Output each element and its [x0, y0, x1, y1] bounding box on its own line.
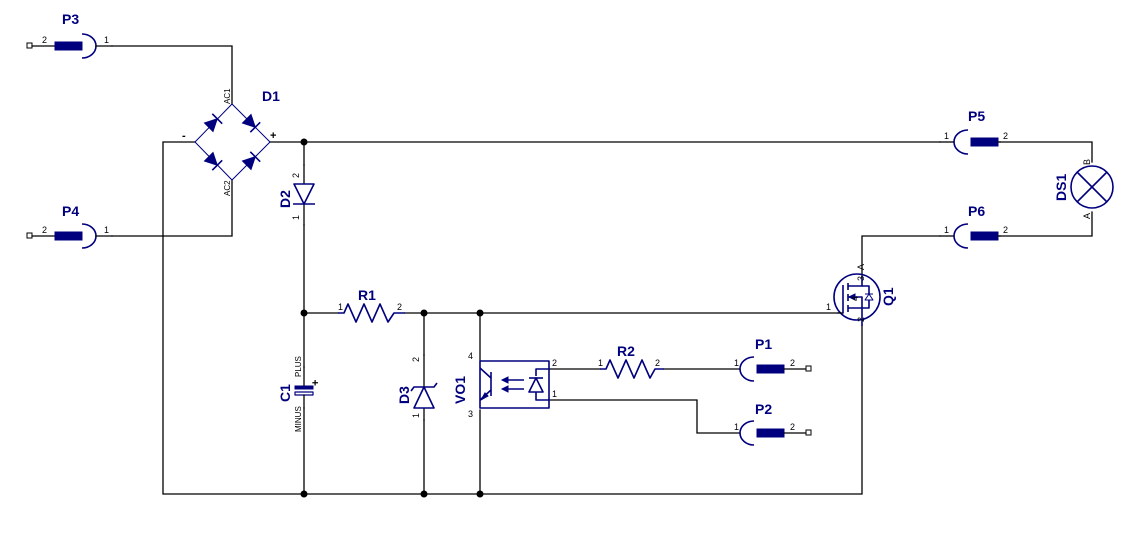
ref-label: VO1	[452, 376, 468, 404]
ref-label: R2	[617, 343, 635, 359]
ref-label: C1	[277, 384, 293, 402]
pin-label: A	[856, 264, 866, 270]
connector-p2[interactable]: 1 2 P2	[734, 401, 812, 446]
ref-label: P4	[62, 203, 79, 219]
plus-label: +	[270, 130, 276, 142]
pin-label: 1	[552, 389, 557, 399]
ref-label: DS1	[1053, 174, 1069, 201]
minus-label: -	[182, 130, 186, 142]
junction	[300, 309, 308, 317]
ref-label: Q1	[880, 287, 896, 306]
junctions	[300, 138, 484, 498]
wires	[111, 45, 1093, 495]
polarity-label: +	[310, 380, 322, 386]
connector-p6[interactable]: 1 2 P6	[939, 203, 1008, 249]
bridge-rectifier-d1[interactable]: AC1 AC2 - + D1	[182, 88, 280, 196]
pin-label: 1	[826, 302, 831, 312]
pin-label: 1	[598, 358, 603, 368]
connector-p5[interactable]: 1 2 P5	[939, 108, 1008, 155]
pin-label: 2	[42, 225, 47, 235]
pin-label: 4	[468, 351, 473, 361]
pin-label: 2	[790, 358, 795, 368]
junction	[300, 490, 308, 498]
pin-label: A	[1082, 213, 1092, 219]
diode-d2[interactable]: 2 1 D2	[277, 164, 315, 226]
resistor-r1[interactable]: 1 2 R1	[338, 287, 405, 323]
pin-label: B	[1082, 159, 1092, 165]
pin-label: 2	[1003, 131, 1008, 141]
pin-label: 2	[1003, 225, 1008, 235]
ref-label: D3	[396, 386, 412, 404]
resistor-r2[interactable]: 1 2 R2	[598, 343, 664, 379]
pin-label: 2	[790, 422, 795, 432]
pin-label: AC1	[223, 88, 232, 104]
pin-label: 1	[734, 422, 739, 432]
pin-label: 1	[411, 413, 421, 418]
pin-label: 1	[734, 358, 739, 368]
pin-label: 2	[42, 35, 47, 45]
pin-label: 3	[856, 276, 866, 281]
zener-diode-d3[interactable]: 2 1 D3	[396, 354, 438, 421]
connector-p3[interactable]: 2 1 P3	[26, 11, 113, 59]
pin-label: 2	[397, 302, 402, 312]
pin-label: 1	[944, 225, 949, 235]
ref-label: P2	[755, 401, 772, 417]
pin-label: 4	[850, 296, 860, 301]
pin-label: 2	[856, 317, 866, 322]
pin-label: AC2	[223, 180, 232, 196]
plus-pin-label: PLUS	[294, 356, 303, 377]
pin-label: 1	[104, 35, 109, 45]
optocoupler-vo1[interactable]: 4 3 2 1 VO1	[452, 351, 557, 419]
ref-label: P3	[62, 11, 79, 27]
junction	[420, 490, 428, 498]
pin-label: 2	[411, 357, 421, 362]
mosfet-q1[interactable]: 1 3 A 2 4 Q1	[826, 264, 896, 326]
lamp-ds1[interactable]: B A DS1	[1053, 159, 1114, 219]
ref-label: P1	[755, 336, 772, 352]
pin-label: 1	[291, 215, 301, 220]
pin-label: 2	[291, 173, 301, 178]
junction	[300, 138, 308, 146]
ref-label: D2	[277, 190, 293, 208]
ref-label: P5	[968, 108, 985, 124]
minus-pin-label: MINUS	[294, 406, 303, 432]
pin-label: 1	[104, 225, 109, 235]
ref-label: R1	[358, 287, 376, 303]
ref-label: D1	[262, 88, 280, 104]
pin-label: 2	[655, 358, 660, 368]
connector-p4[interactable]: 2 1 P4	[26, 203, 113, 249]
pin-label: 3	[468, 409, 473, 419]
pin-label: 1	[944, 131, 949, 141]
pin-label: 1	[338, 302, 343, 312]
junction	[476, 309, 484, 317]
junction	[476, 490, 484, 498]
capacitor-c1[interactable]: PLUS MINUS + C1	[277, 356, 322, 432]
connector-p1[interactable]: 1 2 P1	[734, 336, 812, 382]
pin-label: 2	[552, 358, 557, 368]
junction	[420, 309, 428, 317]
ref-label: P6	[968, 203, 985, 219]
